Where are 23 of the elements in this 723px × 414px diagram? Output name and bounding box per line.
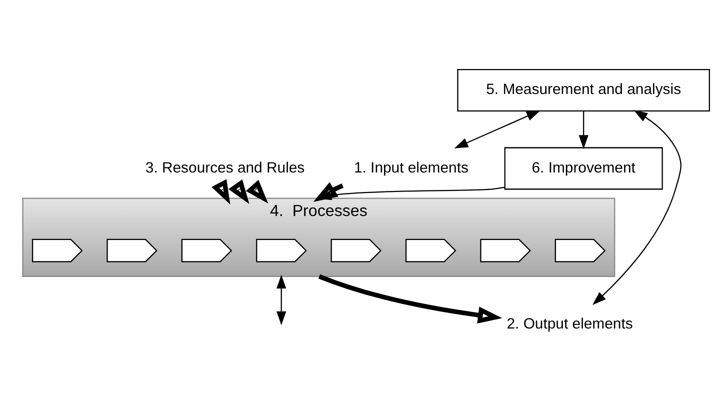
cluster: 4. Processes [22,197,616,277]
arrow [246,179,268,203]
arrow [313,182,344,202]
arrow [592,110,682,304]
node-text: 3. Resources and Rules [145,158,305,176]
node-chevron [106,238,158,262]
node-box: 5. Measurement and analysis [457,68,710,112]
node-box: 6. Improvement [504,146,663,190]
node-text: 2. Output elements [506,315,633,332]
arrow [318,274,502,323]
node-chevron [405,238,456,262]
node-chevron [480,238,531,262]
arrow [212,178,230,204]
node-chevron [330,238,382,262]
arrow [578,110,588,148]
arrow [454,110,540,148]
node-chevron [554,238,606,262]
node-chevron [32,238,83,262]
arrow [228,178,250,204]
node-chevron [256,238,307,262]
node-text: 1. Input elements [354,158,468,176]
arrow [276,274,286,325]
node-chevron [181,238,232,262]
